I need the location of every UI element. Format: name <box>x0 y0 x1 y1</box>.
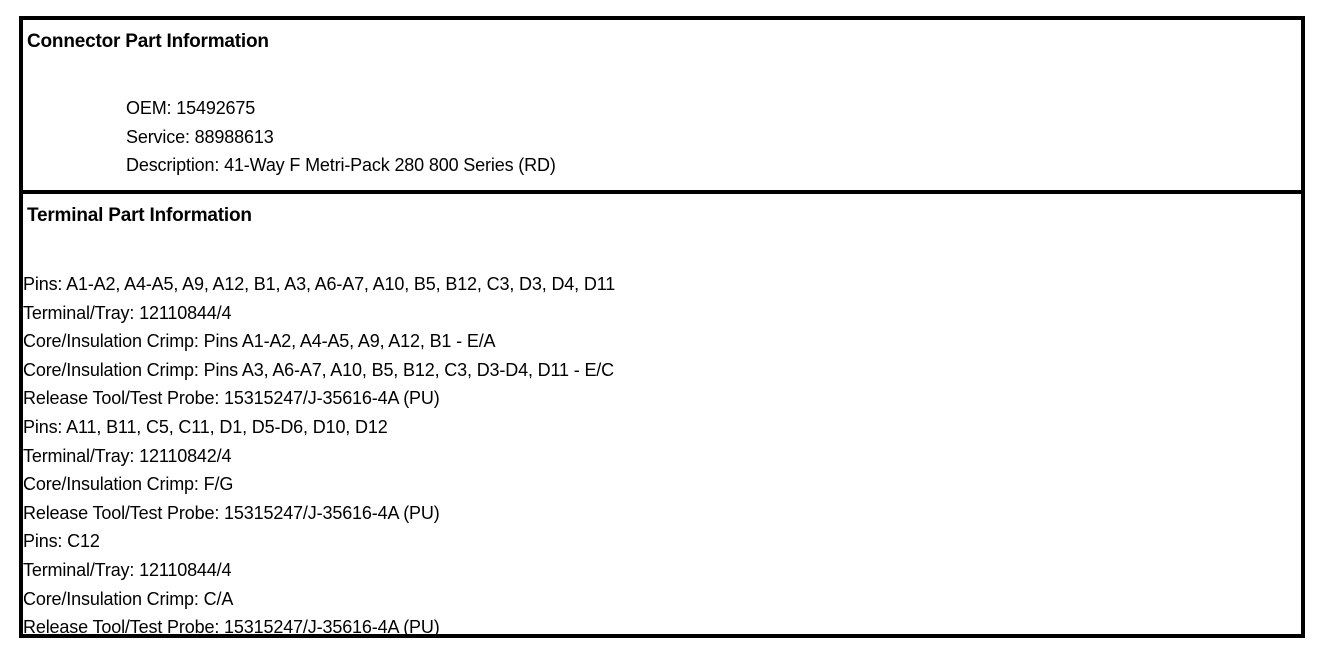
terminal-pins-line-2: Pins: A11, B11, C5, C11, D1, D5-D6, D10,… <box>23 416 388 437</box>
terminal-pins-line-3: Pins: C12 <box>23 531 100 552</box>
connector-description-line: Description: 41-Way F Metri-Pack 280 800… <box>126 155 556 176</box>
terminal-part-information-body: Pins: A1-A2, A4-A5, A9, A12, B1, A3, A6-… <box>23 225 1301 642</box>
terminal-crimp-line-2: Core/Insulation Crimp: F/G <box>23 474 234 495</box>
part-information-document: Connector Part Information OEM: 15492675… <box>19 16 1305 638</box>
terminal-crimp-line-1a: Core/Insulation Crimp: Pins A1-A2, A4-A5… <box>23 331 496 352</box>
terminal-crimp-line-3: Core/Insulation Crimp: C/A <box>23 588 234 609</box>
terminal-pins-line-1: Pins: A1-A2, A4-A5, A9, A12, B1, A3, A6-… <box>23 274 616 294</box>
connector-part-information-heading: Connector Part Information <box>27 31 269 52</box>
connector-oem-line: OEM: 15492675 <box>126 98 256 118</box>
terminal-tray-line-1: Terminal/Tray: 12110844/4 <box>23 302 232 323</box>
terminal-part-information-section: Terminal Part Information Pins: A1-A2, A… <box>23 190 1301 637</box>
terminal-crimp-line-1b: Core/Insulation Crimp: Pins A3, A6-A7, A… <box>23 359 614 380</box>
terminal-tray-line-3: Terminal/Tray: 12110844/4 <box>23 559 232 580</box>
connector-part-information-body: OEM: 15492675 Service: 88988613 Descript… <box>23 51 1301 180</box>
terminal-release-tool-line-3: Release Tool/Test Probe: 15315247/J-3561… <box>23 617 440 638</box>
terminal-release-tool-line-1: Release Tool/Test Probe: 15315247/J-3561… <box>23 388 440 409</box>
connector-part-information-section: Connector Part Information OEM: 15492675… <box>23 20 1301 190</box>
terminal-tray-line-2: Terminal/Tray: 12110842/4 <box>23 445 232 466</box>
terminal-part-information-heading: Terminal Part Information <box>27 205 252 226</box>
terminal-release-tool-line-2: Release Tool/Test Probe: 15315247/J-3561… <box>23 502 440 523</box>
connector-service-line: Service: 88988613 <box>126 126 274 147</box>
